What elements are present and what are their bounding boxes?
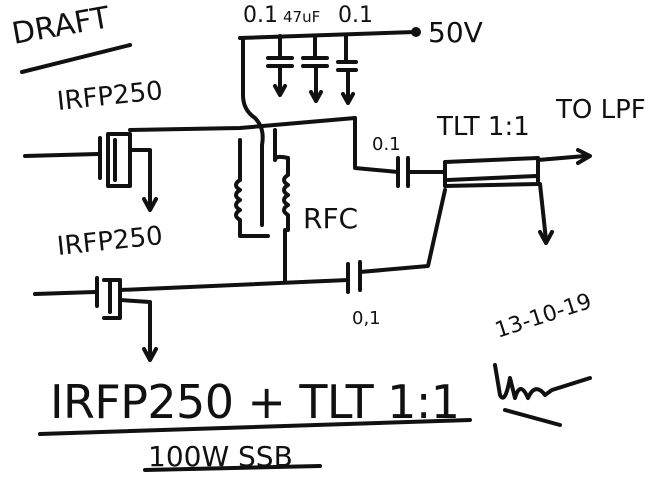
caption-underline [38, 418, 472, 436]
top-transistor-symbol [23, 116, 357, 212]
bottom-transistor-label: IRFP250 [56, 221, 165, 262]
top-coupling-cap-label: 0.1 [372, 134, 401, 155]
draft-underline [20, 43, 132, 74]
tlt-transformer [443, 148, 592, 245]
bottom-coupling-cap-label: 0,1 [352, 308, 381, 329]
top-transistor-label: IRFP250 [56, 76, 165, 117]
rfc-label: RFC [303, 202, 358, 235]
supply-rail [238, 30, 417, 40]
output-label: TO LPF [555, 95, 646, 125]
caption: IRFP250 + TLT 1:1 [50, 375, 460, 429]
supply-cap2-label: 47uF [283, 8, 320, 26]
subcaption-underline [143, 464, 322, 472]
rfc-chokes [234, 128, 290, 284]
bottom-transistor-symbol [33, 188, 447, 362]
supply-feed-wire [241, 36, 265, 227]
decoupling-capacitors [266, 34, 358, 105]
draft-label: DRAFT [9, 0, 113, 52]
top-coupling-capacitor [353, 116, 447, 188]
supply-cap3-label: 0.1 [338, 3, 373, 28]
supply-terminal [411, 27, 421, 37]
supply-voltage-label: 50V [428, 16, 483, 49]
transformer-label: TLT 1:1 [436, 112, 530, 142]
signature [493, 363, 592, 427]
supply-cap1-label: 0.1 [243, 3, 278, 28]
date-label: 13-10-19 [492, 289, 595, 344]
